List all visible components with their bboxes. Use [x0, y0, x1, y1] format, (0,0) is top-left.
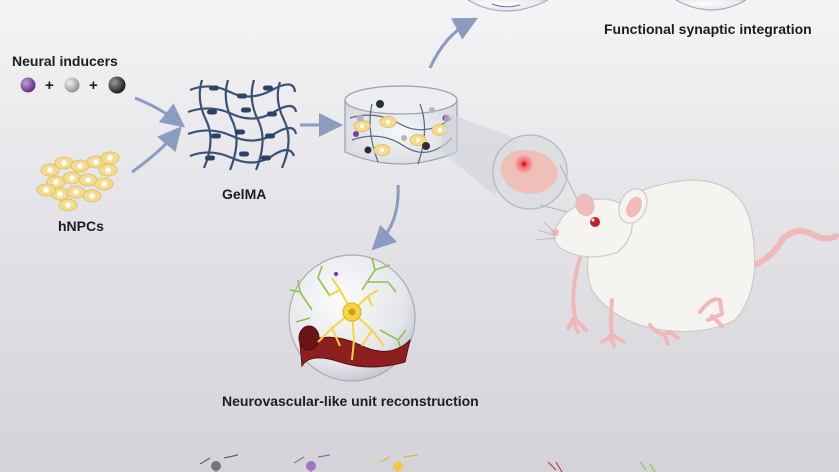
arrow-icon	[131, 126, 182, 174]
black-sphere-icon	[108, 76, 126, 94]
purple-sphere-icon	[20, 77, 36, 93]
top-sphere-right-icon	[675, 0, 747, 11]
plus-sign: +	[89, 77, 98, 94]
neural-inducers-label: Neural inducers	[12, 53, 118, 69]
neurovascular-unit-label: Neurovascular-like unit reconstruction	[222, 393, 479, 409]
bottom-cell-icon-row	[199, 454, 656, 472]
hnpc-cluster-icon	[36, 151, 120, 212]
hydrogel-cylinder-icon	[344, 85, 458, 165]
arrow-icon	[428, 17, 478, 69]
rat-icon	[535, 179, 839, 348]
nvu-sphere-icon	[288, 254, 416, 382]
functional-synaptic-integration-label: Functional synaptic integration	[604, 21, 812, 37]
gelma-label: GelMA	[222, 186, 267, 202]
grey-sphere-icon	[64, 77, 80, 93]
arrow-icon	[371, 184, 400, 251]
hnpcs-label: hNPCs	[58, 218, 104, 234]
arrow-icon	[134, 96, 186, 128]
plus-sign: +	[45, 77, 54, 94]
top-sphere-left-icon	[467, 0, 549, 12]
